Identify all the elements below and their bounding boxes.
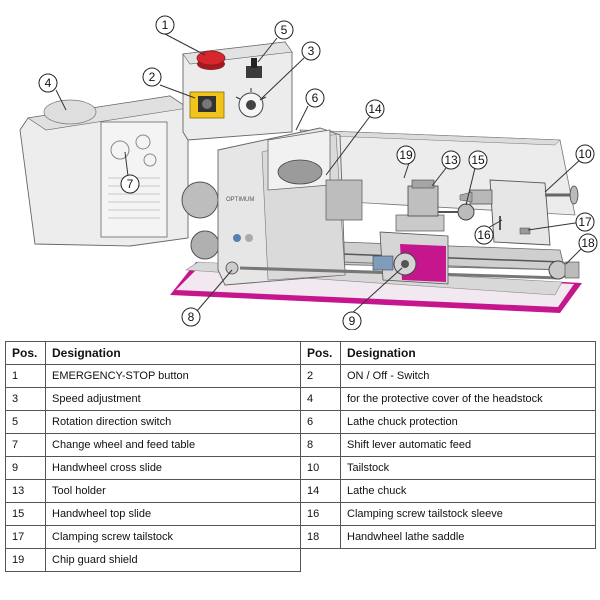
callout-label: 13 [444,153,458,167]
callout-14: 14 [365,99,385,119]
pos-cell: 18 [300,525,341,549]
callout-1: 1 [155,15,175,35]
callout-label: 16 [477,228,491,242]
designation-cell: Rotation direction switch [45,410,301,434]
pos-cell: 15 [5,502,46,526]
table-row: 5 Rotation direction switch 6 Lathe chuc… [5,410,596,434]
table-row: 9 Handwheel cross slide 10 Tailstock [5,456,596,480]
pos-cell: 16 [300,502,341,526]
pos-cell: 6 [300,410,341,434]
tailstock [489,179,551,246]
pos-cell: 3 [5,387,46,411]
parts-table: Pos. Designation Pos. Designation 1 EMER… [5,341,596,572]
callout-6: 6 [305,88,325,108]
pos-cell: 13 [5,479,46,503]
callout-label: 3 [308,44,315,58]
designation-cell: Tailstock [340,456,596,480]
callout-label: 9 [349,314,356,328]
cross-slide [395,214,445,232]
pos-header: Pos. [5,341,46,365]
pos-cell: 4 [300,387,341,411]
callout-label: 6 [312,91,319,105]
designation-header: Designation [45,341,301,365]
empty-cell [301,549,596,572]
lathe-illustration: OPTIMUM [19,15,598,330]
designation-cell: Lathe chuck protection [340,410,596,434]
designation-cell: Speed adjustment [45,387,301,411]
pos-cell: 5 [5,410,46,434]
callout-label: 10 [578,147,592,161]
designation-header: Designation [340,341,596,365]
table-header-row: Pos. Designation Pos. Designation [5,341,596,365]
designation-cell: Lathe chuck [340,479,596,503]
lathe-diagram: OPTIMUM [19,15,598,330]
callout-label: 15 [471,153,485,167]
callout-17: 17 [575,212,595,232]
callout-2: 2 [142,67,162,87]
callout-7: 7 [120,174,140,194]
pos-cell: 2 [300,364,341,388]
pos-cell: 17 [5,525,46,549]
pos-cell: 10 [300,456,341,480]
callout-18: 18 [578,233,598,253]
pos-cell: 8 [300,433,341,457]
pos-header: Pos. [300,341,341,365]
designation-cell: Change wheel and feed table [45,433,301,457]
table-row: 15 Handwheel top slide 16 Clamping screw… [5,502,596,526]
callout-8: 8 [181,307,201,327]
table-row: 13 Tool holder 14 Lathe chuck [5,479,596,503]
designation-cell: Clamping screw tailstock [45,525,301,549]
designation-cell: Handwheel top slide [45,502,301,526]
table-row: 3 Speed adjustment 4 for the protective … [5,387,596,411]
designation-cell: Handwheel cross slide [45,456,301,480]
callout-label: 18 [581,236,595,250]
callout-label: 19 [399,148,413,162]
callout-label: 4 [45,76,52,90]
handwheel-top-slide[interactable] [457,203,475,221]
pos-cell: 14 [300,479,341,503]
table-row: 7 Change wheel and feed table 8 Shift le… [5,433,596,457]
callout-label: 2 [149,70,156,84]
designation-cell: Handwheel lathe saddle [340,525,596,549]
designation-cell: for the protective cover of the headstoc… [340,387,596,411]
handwheel-lathe-saddle[interactable] [548,260,568,280]
shift-lever[interactable] [225,261,239,275]
table-row: 19 Chip guard shield [5,548,596,572]
callout-label: 17 [578,215,592,229]
callout-markers: 1 2 3 4 5 6 7 8 9 10 13 14 15 16 17 18 1… [38,15,598,330]
callout-label: 14 [368,102,382,116]
callout-13: 13 [441,150,461,170]
callout-label: 5 [281,23,288,37]
designation-cell: EMERGENCY-STOP button [45,364,301,388]
designation-cell: ON / Off - Switch [340,364,596,388]
table-row: 17 Clamping screw tailstock 18 Handwheel… [5,525,596,549]
pos-cell: 9 [5,456,46,480]
callout-16: 16 [474,225,494,245]
callout-label: 1 [162,18,169,32]
designation-cell: Shift lever automatic feed [340,433,596,457]
pos-cell: 7 [5,433,46,457]
table-row: 1 EMERGENCY-STOP button 2 ON / Off - Swi… [5,364,596,388]
callout-15: 15 [468,150,488,170]
callout-19: 19 [396,145,416,165]
callout-3: 3 [301,41,321,61]
pos-cell: 19 [5,548,46,572]
tool-holder [407,185,439,217]
pos-cell: 1 [5,364,46,388]
callout-5: 5 [274,20,294,40]
brand-label: OPTIMUM [226,197,254,203]
lathe-chuck [277,159,323,185]
leader-lines [55,33,587,316]
designation-cell: Tool holder [45,479,301,503]
callout-10: 10 [575,144,595,164]
callout-label: 8 [188,310,195,324]
callout-label: 7 [127,177,134,191]
rotation-switch-icon[interactable] [246,66,262,78]
callout-4: 4 [38,73,58,93]
designation-cell: Chip guard shield [45,548,301,572]
callout-9: 9 [342,311,362,330]
change-gear [181,181,219,219]
designation-cell: Clamping screw tailstock sleeve [340,502,596,526]
